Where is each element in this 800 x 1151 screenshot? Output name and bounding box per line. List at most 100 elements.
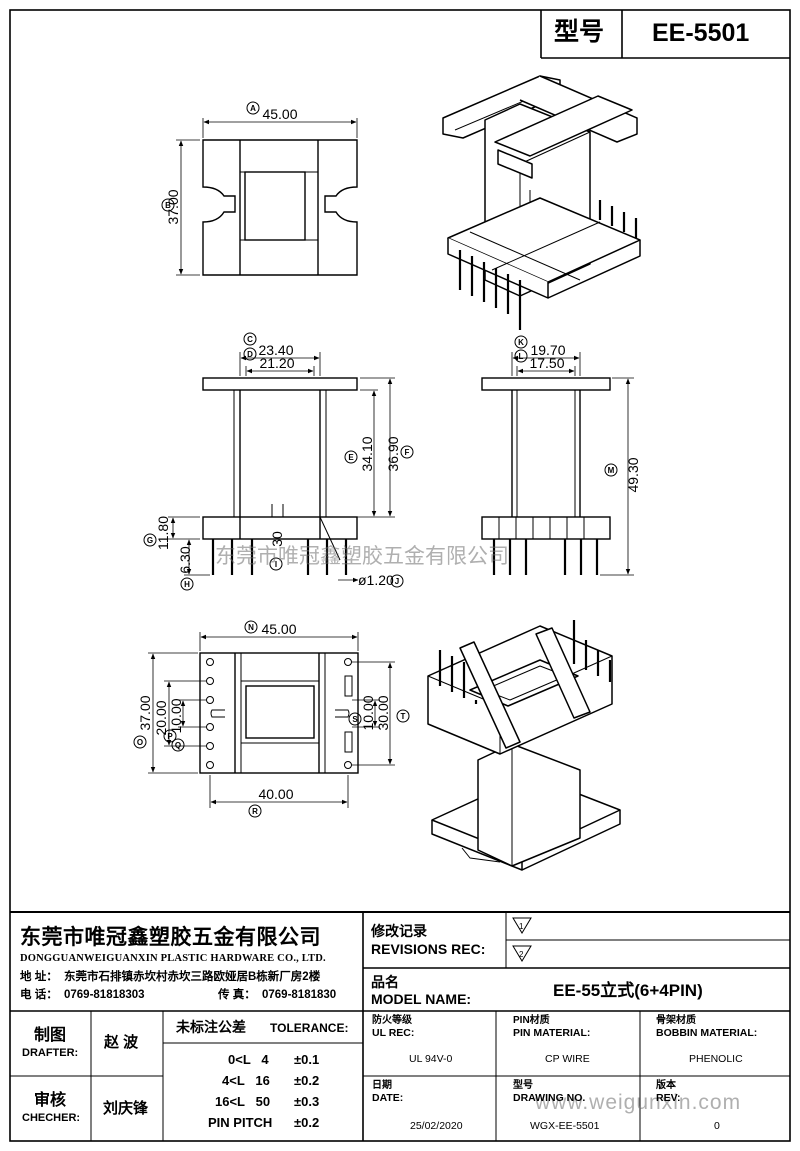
dim-a-ref: A [250, 104, 256, 113]
dim-o-value: 37.00 [137, 695, 153, 730]
phone-value: 0769-81818303 [64, 989, 145, 1001]
bobbin-material-label-cn: 骨架材质 [656, 1015, 696, 1026]
dim-p-value: 20.00 [153, 700, 169, 735]
drawing-no-value: WGX-EE-5501 [530, 1120, 600, 1132]
dim-q-value: 10.00 [168, 698, 184, 733]
dim-t-ref: T [401, 712, 406, 721]
pin-material-label-en: PIN MATERIAL: [513, 1027, 591, 1039]
dim-n-ref: N [248, 623, 254, 632]
isometric-view-top [442, 75, 641, 330]
rev-value: 0 [714, 1120, 720, 1132]
checker-label-cn: 审核 [34, 1092, 67, 1109]
drawing-no-label-en: DRAWING NO. [513, 1092, 586, 1104]
bobbin-material-label-en: BOBBIN MATERIAL: [656, 1027, 758, 1039]
dim-d-value: 21.20 [259, 355, 294, 371]
tolerance-value-4: ±0.2 [294, 1115, 320, 1130]
bobbin-material-value: PHENOLIC [689, 1053, 743, 1065]
dim-n-value: 45.00 [261, 621, 296, 637]
dim-l-ref: L [519, 352, 524, 361]
tolerance-value-3: ±0.3 [294, 1094, 320, 1109]
tolerance-label-en: TOLERANCE: [270, 1021, 349, 1035]
pin-material-value: CP WIRE [545, 1053, 590, 1065]
frame [9, 9, 791, 1142]
top-view [176, 118, 358, 276]
dim-f-ref: F [405, 448, 410, 457]
rev-label-en: REV: [656, 1092, 681, 1104]
dim-i-value: 30 [269, 531, 285, 547]
date-label-cn: 日期 [372, 1080, 392, 1091]
side-view-labels: K 19.70 L 17.50 M 49.30 [514, 335, 641, 493]
dim-b-ref: B [165, 201, 171, 210]
front-view-labels: C 23.40 D 21.20 E 34.10 F 36.90 G 11.80 … [143, 332, 414, 591]
dim-j-value: ø1.20 [358, 572, 394, 588]
date-label-en: DATE: [372, 1092, 404, 1104]
dim-t-value: 30.00 [375, 695, 391, 730]
revision-1-number: 1 [519, 922, 524, 931]
dim-e-ref: E [348, 453, 354, 462]
dim-p-ref: P [167, 732, 173, 741]
dim-s-value: 10.00 [360, 695, 376, 730]
drafter-name: 赵 波 [104, 1034, 139, 1051]
drafter-label-cn: 制图 [34, 1027, 67, 1044]
front-view [168, 352, 395, 583]
header-model-label: 型号 [554, 18, 605, 46]
pin-material-label-cn: PIN材质 [513, 1015, 550, 1026]
tolerance-range-4: PIN PITCH [208, 1115, 273, 1130]
tolerance-range-3: 16<L 50 [215, 1094, 271, 1109]
dim-k-ref: K [518, 338, 524, 347]
fax-value: 0769-8181830 [262, 989, 337, 1001]
revisions-label-cn: 修改记录 [371, 923, 427, 939]
side-view [481, 352, 634, 576]
tolerance-value-2: ±0.2 [294, 1073, 320, 1088]
tolerance-label-cn: 未标注公差 [176, 1019, 246, 1035]
top-view-outline [202, 139, 358, 276]
dim-q-ref: Q [175, 741, 181, 750]
model-name-label-en: MODEL NAME: [371, 991, 472, 1007]
address-label: 地 址： [20, 971, 58, 983]
dim-r-ref: R [252, 807, 258, 816]
header-model-value: EE-5501 [652, 19, 750, 47]
website-watermark: www.weigunxin.com [535, 1091, 742, 1114]
dim-l-value: 17.50 [529, 355, 564, 371]
model-name-value: EE-55立式(6+4PIN) [553, 981, 703, 1000]
dim-h-value: 6.30 [177, 546, 193, 573]
dim-b-value: 37.00 [165, 189, 181, 224]
model-name-label-cn: 品名 [371, 974, 399, 990]
company-name-en: DONGGUANWEIGUANXIN PLASTIC HARDWARE CO.,… [20, 953, 326, 964]
dim-s-ref: S [352, 715, 358, 724]
dim-h-ref: H [184, 580, 190, 589]
dim-a-value: 45.00 [262, 106, 297, 122]
revisions-label-en: REVISIONS REC: [371, 941, 486, 957]
rev-label-cn: 版本 [656, 1080, 676, 1091]
address-value: 东莞市石排镇赤坎村赤坎三路欧娅居B栋新厂房2楼 [64, 971, 321, 983]
date-value: 25/02/2020 [410, 1120, 463, 1132]
dim-e-value: 34.10 [359, 436, 375, 471]
tolerance-range-1: 0<L 4 [228, 1052, 269, 1067]
dim-c-ref: C [247, 335, 253, 344]
top-view-core-window [244, 171, 306, 241]
checker-label-en: CHECHER: [22, 1112, 81, 1124]
dim-g-ref: G [147, 536, 153, 545]
dim-d-ref: D [247, 350, 253, 359]
ul-value: UL 94V-0 [409, 1053, 453, 1065]
tolerance-value-1: ±0.1 [294, 1052, 320, 1067]
company-name-cn: 东莞市唯冠鑫塑胶五金有限公司 [20, 926, 321, 949]
dim-j-ref: J [395, 577, 399, 586]
dim-k-value: 19.70 [530, 342, 565, 358]
dim-i-ref: I [275, 560, 277, 569]
bottom-view [148, 632, 395, 808]
company-watermark: 东莞市唯冠鑫塑胶五金有限公司 [215, 545, 509, 568]
dim-m-value: 49.30 [625, 457, 641, 492]
dim-m-ref: M [608, 466, 615, 475]
ul-label-cn: 防火等级 [372, 1015, 412, 1026]
dim-g-value: 11.80 [155, 516, 171, 550]
fax-label: 传 真： [218, 989, 256, 1001]
top-view-labels: A 45.00 B 37.00 [161, 101, 298, 225]
phone-label: 电 话： [20, 989, 58, 1001]
dim-r-value: 40.00 [258, 786, 293, 802]
dim-o-ref: O [137, 738, 143, 747]
revision-2-number: 2 [519, 950, 524, 959]
dim-f-value: 36.90 [385, 436, 401, 471]
dim-c-value: 23.40 [258, 342, 293, 358]
